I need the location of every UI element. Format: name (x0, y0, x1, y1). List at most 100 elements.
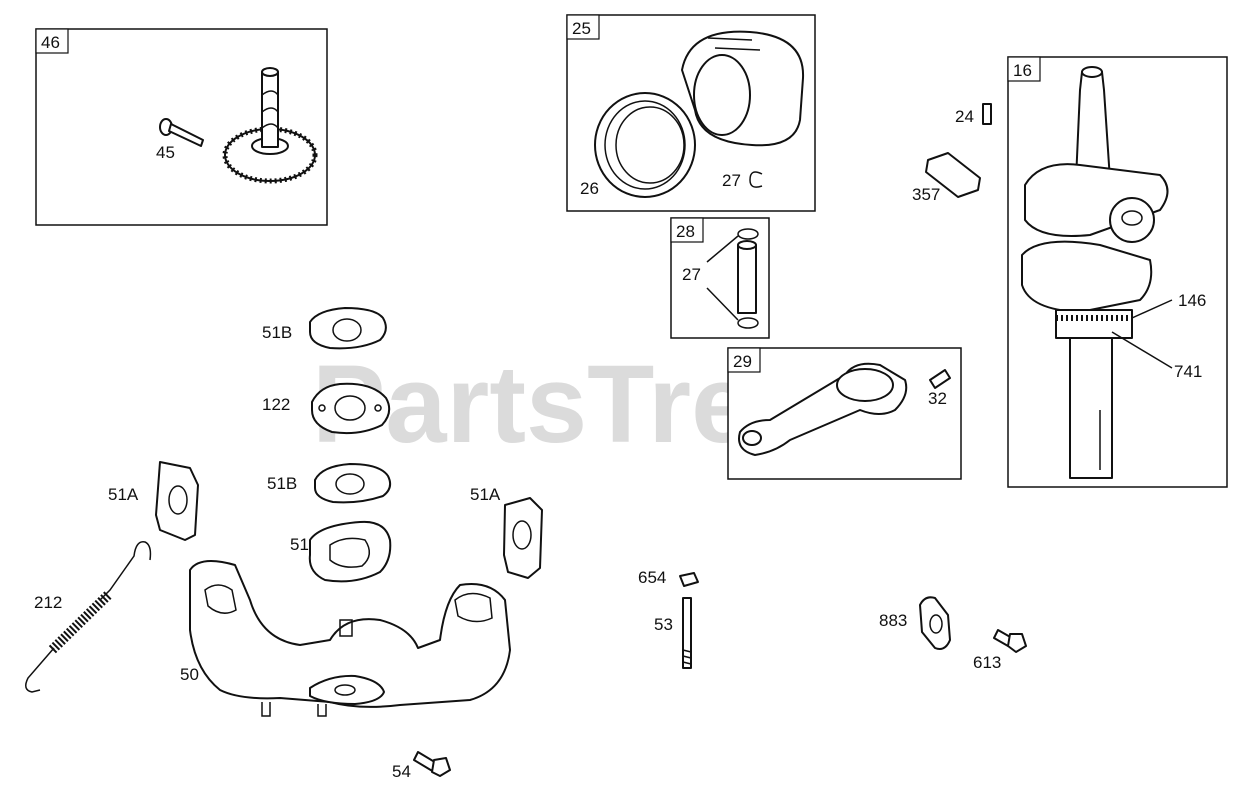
crank-pin-hole (1121, 210, 1143, 226)
gasket-51b-mid-hole (335, 473, 365, 495)
box-16-tag (1007, 56, 1041, 82)
callout-24: 24 (955, 107, 974, 126)
box-46-number: 46 (41, 33, 60, 52)
callout-146: 146 (1178, 291, 1206, 310)
piston-bore (693, 54, 751, 136)
gasket-51a-left (155, 461, 199, 541)
part-51-gasket[interactable]: 51 (290, 520, 392, 583)
gasket-51b-top-hole (332, 318, 362, 342)
callout-32: 32 (928, 389, 947, 408)
callout-51: 51 (290, 535, 309, 554)
part-51a-gasket-left[interactable]: 51A (108, 461, 199, 541)
pin-clip-top (737, 228, 759, 240)
callout-51a-right: 51A (470, 485, 501, 504)
callout-27-pin: 27 (682, 265, 701, 284)
piston-ring-third (615, 106, 685, 184)
crank-pin (1109, 197, 1155, 243)
leader-27 (706, 235, 739, 321)
gasket-883-hole (929, 614, 943, 634)
gasket-883 (919, 596, 951, 650)
callout-27-piston: 27 (722, 171, 741, 190)
crank-leaders (1111, 299, 1173, 369)
gasket-122-hole (334, 395, 366, 421)
part-51b-gasket-mid[interactable]: 51B (267, 463, 392, 504)
part-613-bolt[interactable]: 613 (973, 629, 1027, 672)
part-51a-gasket-right[interactable]: 51A (470, 485, 543, 579)
box-25-tag (566, 14, 600, 40)
manifold-body (189, 560, 511, 708)
part-357-key[interactable]: 357 (912, 152, 981, 204)
crank-counterweight-lower (1021, 240, 1153, 313)
box-28-piston-pin[interactable]: 28 27 (670, 217, 770, 339)
crank-top-end (1081, 66, 1103, 78)
manifold-port-right (454, 592, 493, 623)
callout-122: 122 (262, 395, 290, 414)
callout-51b-mid: 51B (267, 474, 297, 493)
pin-clip-bottom (737, 317, 759, 329)
box-46-camshaft[interactable]: 46 45 (35, 28, 328, 226)
gasket-51a-left-hole (168, 485, 188, 515)
part-51b-gasket-top[interactable]: 51B (262, 307, 387, 350)
piston-ring-outer (594, 92, 696, 198)
part-53-stud[interactable]: 53 (654, 597, 692, 669)
callout-883: 883 (879, 611, 907, 630)
gasket-122-bolt-right (374, 404, 382, 412)
piston-clip (749, 171, 763, 188)
gasket-51a-right-hole (512, 520, 532, 550)
nut-654 (679, 572, 699, 587)
manifold-flange-hole (334, 684, 356, 696)
callout-54: 54 (392, 762, 411, 781)
gasket-122-bolt-left (318, 404, 326, 412)
stud-53 (682, 597, 692, 669)
piston-ring-grooves (707, 37, 761, 51)
callout-45: 45 (156, 143, 175, 162)
gasket-51 (308, 520, 392, 583)
box-46-frame (35, 28, 328, 226)
callout-51b-top: 51B (262, 323, 292, 342)
manifold-tabs (261, 702, 327, 717)
callout-50: 50 (180, 665, 199, 684)
cam-gear-teeth (222, 126, 318, 184)
box-29-tag (727, 347, 761, 373)
part-50-manifold[interactable]: 50 (180, 560, 511, 717)
spring-hook-top (99, 541, 152, 601)
part-883-gasket[interactable]: 883 (879, 596, 951, 650)
manifold-port-left (204, 584, 237, 614)
gasket-51a-right (503, 497, 543, 579)
gasket-51b-top (309, 307, 387, 350)
box-46-tag (35, 28, 69, 54)
callout-212: 212 (34, 593, 62, 612)
box-28-number: 28 (676, 222, 695, 241)
bolt-54-head (431, 757, 451, 777)
box-25-number: 25 (572, 19, 591, 38)
piston-ring-inner (604, 100, 686, 190)
spring-coil (48, 591, 112, 654)
part-54-bolt[interactable]: 54 (392, 751, 451, 781)
callout-53: 53 (654, 615, 673, 634)
bolt-613-head (1007, 633, 1027, 653)
part-24-key[interactable]: 24 (955, 103, 992, 126)
manifold-flange (309, 674, 385, 705)
callout-51a-left: 51A (108, 485, 139, 504)
crank-gear (1055, 309, 1133, 339)
gasket-51b-mid (314, 463, 392, 504)
piston-pin-end (737, 240, 757, 250)
callout-654: 654 (638, 568, 666, 587)
rod-small-end (742, 430, 762, 446)
part-122-gasket[interactable]: 122 (262, 382, 391, 435)
callout-613: 613 (973, 653, 1001, 672)
box-16-crankshaft[interactable]: 16 146 741 (1007, 56, 1228, 488)
piston-pin (737, 244, 757, 314)
key-small (982, 103, 992, 125)
part-212-spring[interactable]: 212 (25, 541, 152, 693)
rod-big-end (836, 368, 894, 402)
gasket-122 (311, 382, 391, 435)
box-25-piston[interactable]: 25 26 27 (566, 14, 816, 212)
rod-bolt (929, 369, 951, 389)
stud-53-threads (682, 649, 692, 665)
part-654-nut[interactable]: 654 (638, 568, 699, 587)
crank-lower-shaft (1069, 337, 1113, 479)
cam-pin (168, 123, 204, 147)
box-29-connecting-rod[interactable]: 29 32 (727, 347, 962, 480)
